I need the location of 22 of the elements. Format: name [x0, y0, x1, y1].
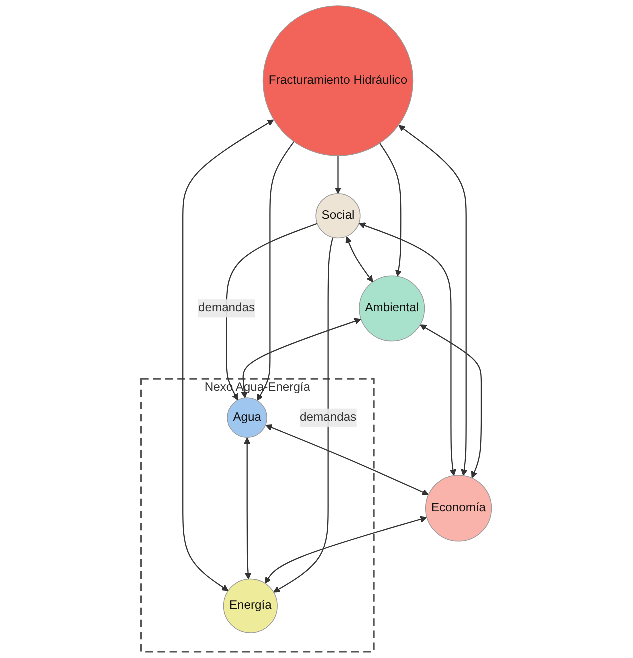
- arrow: [398, 125, 468, 476]
- edge-label: demandas: [300, 411, 357, 424]
- node-circle: Fracturamiento Hidráulico: [262, 6, 414, 156]
- node-circle: Social: [316, 194, 361, 239]
- arrow: [241, 318, 362, 398]
- arrow: [334, 156, 342, 194]
- arrow: [226, 223, 318, 401]
- arrow: [266, 424, 430, 496]
- arrow: [274, 237, 334, 593]
- edge-label: demandas: [198, 302, 256, 315]
- node-circle: Ambiental: [359, 276, 426, 342]
- arrow: [244, 438, 252, 580]
- arrow: [346, 236, 374, 283]
- node-circle: Agua: [227, 398, 268, 438]
- arrow: [265, 516, 428, 584]
- arrow: [359, 222, 456, 476]
- arrow: [379, 143, 402, 277]
- node-circle: Economía: [425, 475, 492, 542]
- node-circle: Energía: [223, 578, 278, 634]
- arrow: [420, 324, 482, 478]
- arrow: [182, 120, 274, 592]
- arrow: [257, 141, 295, 402]
